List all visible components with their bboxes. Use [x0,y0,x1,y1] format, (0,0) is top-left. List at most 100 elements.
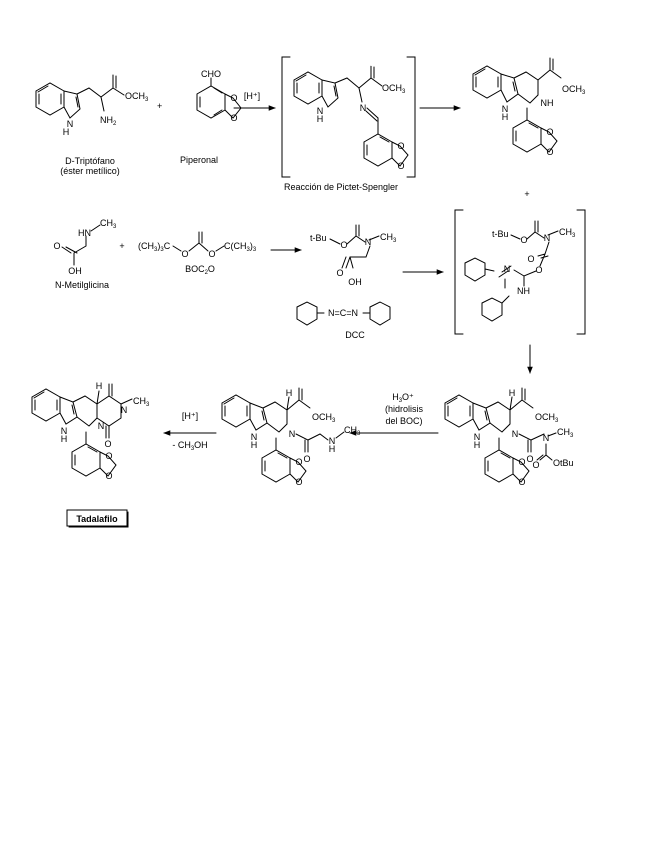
imine-o1-label: O [397,141,404,151]
coupled-indole-h-label: H [474,440,481,450]
deprotected-o2-label: O [295,477,302,487]
d-tryptophan-subname: (éster metílico) [60,166,120,176]
aldehyde-label: CHO [201,69,221,79]
sarcosine-oh-label: OH [68,266,82,276]
deprotected-ester-label: OCH3 [312,412,336,424]
boc-sarcosine-o2-label: O [353,216,360,226]
coupled-carbonyl-o-label: O [519,379,526,389]
deprotected-indole-n-label: N [251,432,258,442]
deprotected-amine-structure: H O OCH3 N N H O N H CH3 O O [221,379,361,487]
boc-sarcosine-o1-label: O [340,240,347,250]
coupled-indole-n-label: N [474,432,481,442]
coupled-ester-label: OCH3 [535,412,559,424]
imine-indole-n-label: N [317,106,324,116]
boc-sarcosine-structure: t-Bu O O N CH3 O OH [310,216,397,287]
deprotected-amide-o-label: O [303,454,310,464]
activated-nh-label: NH [517,286,530,296]
amine-label: NH2 [100,115,117,127]
activated-o2-label: O [533,212,540,222]
cyclized-o1-label: O [546,127,553,137]
boc-sarcosine-oh-label: OH [348,277,362,287]
indole-h-label: H [63,127,70,137]
imine-carbonyl-o-label: O [368,58,375,68]
deprotected-indole-h-label: H [251,440,258,450]
plus-sign-1: + [157,101,162,111]
coupled-o1-label: O [518,457,525,467]
tadalafil-n1-label: N [98,421,105,431]
piperonal-name: Piperonal [180,155,218,165]
piperonal-structure: CHO O O Piperonal [180,69,242,165]
tadalafil-n2-label: N [121,405,128,415]
tadalafil-o1-label: O [107,375,114,385]
boc2o-o3-label: O [208,249,215,259]
coupled-n2-label: N [543,433,550,443]
deprotected-n-label: N [289,429,296,439]
final-loss-label: - CH3OH [172,440,207,452]
tadalafil-name-box [66,509,128,527]
piperonal-o1-label: O [230,93,237,103]
cyclized-nh-label: NH [541,98,554,108]
cyclized-tetrahydro-beta-carboline-structure: O OCH3 NH N H O O [472,49,586,157]
tadalafil-o3-label: O [105,451,112,461]
coupled-n-label: N [512,429,519,439]
carbonyl-oxygen-label: O [110,66,117,76]
boc-sarcosine-o3-label: O [336,268,343,278]
dcc-structure: N=C=N DCC [296,301,391,340]
cyclized-carbonyl-o-label: O [547,49,554,59]
tadalafil-indole-h-label: H [61,434,68,444]
deprotected-nh-h-label: H [329,444,336,454]
tadalafil-indole-n-label: N [61,426,68,436]
activated-o3-label: O [527,254,534,264]
tadalafil-name: Tadalafilo [76,514,118,524]
imine-intermediate-structure: O OCH3 N N H O O Reacción de Pictet-Spen… [281,56,416,192]
cyclized-ester-label: OCH3 [562,84,586,96]
cyclized-indole-h-label: H [502,112,509,122]
cyclized-o2-label: O [546,147,553,157]
boc2o-o2-label: O [196,223,203,233]
boc2o-structure: (CH3)3C O O O C(CH3)3 BOC2O [138,223,257,276]
tadalafil-o4-label: O [105,471,112,481]
deprotected-carbonyl-o-label: O [296,379,303,389]
coupled-h-label: H [509,388,516,398]
dcc-chain-label: N=C=N [328,308,358,318]
pictet-spengler-label: Reacción de Pictet-Spengler [284,182,398,192]
imine-indole-h-label: H [317,114,324,124]
plus-sign-3: + [119,241,124,251]
activated-o1-label: O [520,235,527,245]
activated-n2-label: N [504,264,511,274]
tadalafil-h-label: H [96,381,103,391]
boc-sarcosine-tbu-label: t-Bu [310,233,327,243]
activated-tbu-label: t-Bu [492,229,509,239]
activated-o4-label: O [535,265,542,275]
deprotected-methyl-label: CH3 [344,425,361,437]
d-tryptophan-structure: O OCH3 NH2 N H D-Triptófano (éster metíl… [35,66,149,176]
boc-sarcosine-methyl-label: CH3 [380,232,397,244]
deprotected-o1-label: O [295,457,302,467]
ester-label: OCH3 [125,91,149,103]
imine-ester-label: OCH3 [382,83,406,95]
n-methylglycine-name: N-Metilglicina [55,280,109,290]
step1-reagent-label: [H⁺] [244,91,260,101]
dcc-name: DCC [345,330,365,340]
n-methylglycine-structure: HN CH3 O OH N-Metilglicina [53,218,117,290]
coupled-otbu-label: OtBu [553,458,574,468]
coupled-boc-product-structure: H O OCH3 N N H O N CH3 O OtBu O O [444,379,574,487]
plus-sign-2: + [524,189,529,199]
coupled-amide-o-label: O [526,454,533,464]
boc2o-right-group: C(CH3)3 [224,241,257,253]
sarcosine-o-label: O [53,241,60,251]
imine-o2-label: O [397,161,404,171]
final-reagent-label: [H⁺] [182,411,198,421]
boc2o-left-group: (CH3)3C [138,241,171,253]
deprotected-nh-n-label: N [329,436,336,446]
coupled-methyl-label: CH3 [557,427,574,439]
tadalafil-o2-label: O [104,439,111,449]
coupled-o2-label: O [518,477,525,487]
tadalafil-methyl-label: CH3 [133,396,150,408]
sarcosine-methyl-label: CH3 [100,218,117,230]
boc-sarcosine-n-label: N [365,237,372,247]
deprotected-h-label: H [286,388,293,398]
coupled-boc-o-label: O [532,460,539,470]
hydrolysis-reagent-label: H3O⁺ [392,392,414,404]
